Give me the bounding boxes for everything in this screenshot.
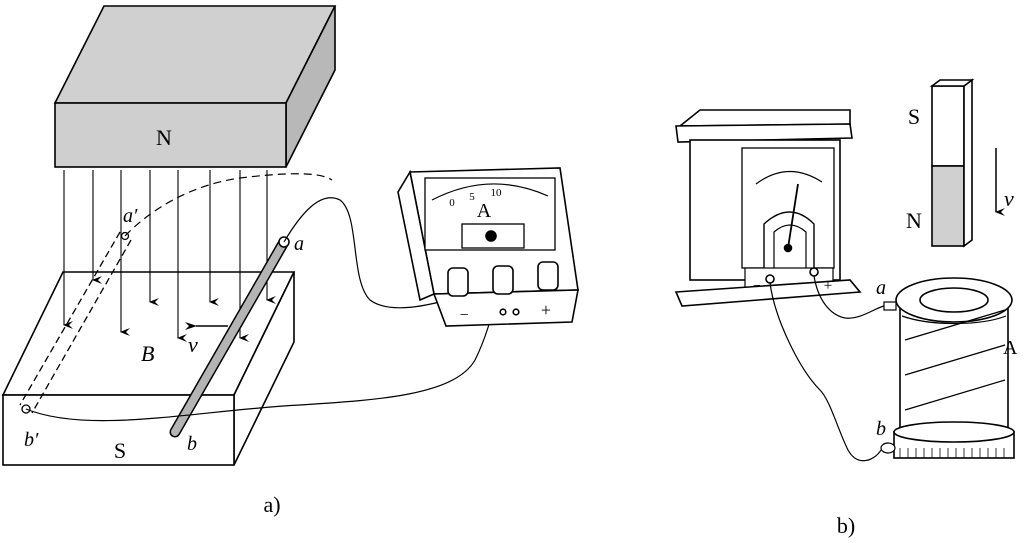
label-coil-a: A — [1003, 337, 1018, 359]
caption-a: a) — [263, 492, 280, 517]
galvanometer-b — [674, 109, 862, 307]
label-bar-n: N — [906, 208, 922, 233]
label-velocity-a: v — [188, 332, 198, 357]
wires-a — [25, 173, 499, 422]
label-velocity-b: v — [1004, 186, 1014, 211]
label-rod-a: a — [294, 233, 304, 255]
label-rod-a-prime: a′ — [123, 205, 138, 227]
meter-tick-0: 0 — [449, 197, 455, 209]
meter-tick-5: 5 — [469, 191, 475, 203]
label-magnet-n: N — [156, 125, 172, 150]
galv-terminal-minus: − — [753, 279, 761, 294]
label-rod-b-prime: b′ — [24, 429, 39, 451]
label-rod-b: b — [187, 433, 197, 455]
label-bar-s: S — [908, 104, 920, 129]
figure-b — [674, 78, 1015, 462]
label-coil-end-b: b — [876, 418, 886, 440]
magnet-north-block — [53, 5, 337, 168]
coil-b — [880, 277, 1015, 459]
galv-terminal-plus: + — [824, 278, 832, 294]
label-ammeter-a: A — [477, 200, 492, 222]
meter-terminal-minus: − — [459, 307, 468, 324]
meter-terminal-plus: + — [541, 300, 551, 320]
ammeter-a — [397, 167, 579, 327]
magnet-south-block — [1, 271, 296, 466]
figure-a — [1, 5, 579, 466]
label-field-b: B — [141, 341, 154, 366]
rod-ab — [169, 236, 290, 438]
bar-magnet-b — [929, 78, 975, 248]
label-coil-end-a: a — [876, 277, 886, 299]
rod-previous-position — [19, 231, 132, 414]
caption-b: b) — [837, 513, 855, 538]
label-magnet-s: S — [114, 438, 126, 463]
wires-b — [769, 275, 885, 462]
meter-tick-10: 10 — [491, 187, 503, 199]
